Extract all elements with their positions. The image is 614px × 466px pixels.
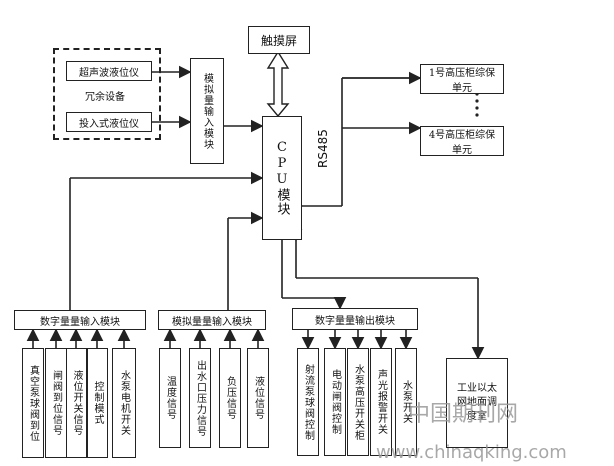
rs485-label: RS485 bbox=[316, 129, 330, 168]
digital-output-module-label: 数字量量输出模块 bbox=[315, 315, 395, 327]
signal-box: 液位开关信号 bbox=[66, 348, 87, 458]
analog-input-module-top: 模拟量输入模块 bbox=[190, 58, 224, 164]
redundant-equipment-label: 冗余设备 bbox=[85, 92, 125, 103]
digital-input-module: 数字量量输入模块 bbox=[14, 310, 146, 330]
signal-box: 出水口压力信号 bbox=[189, 348, 211, 448]
signal-box: 闸阀到位信号 bbox=[45, 348, 67, 458]
watermark-url: www.chinaqking.com bbox=[376, 442, 567, 463]
signal-box: 水泵电机开关 bbox=[112, 348, 136, 458]
signal-box: 真空泵球阀到位 bbox=[22, 348, 44, 458]
signal-box: 控制模式 bbox=[87, 348, 108, 458]
signal-box: 声光报警开关 bbox=[370, 348, 392, 456]
signal-box: 负压信号 bbox=[219, 348, 241, 448]
signal-box: 温度信号 bbox=[159, 348, 181, 448]
hv-cabinet-1-box: 1号高压柜综保单元 bbox=[420, 64, 504, 94]
digital-output-module: 数字量量输出模块 bbox=[292, 308, 418, 330]
dispatch-room-box: 工业以太网地面调度室 bbox=[446, 358, 508, 448]
ultrasonic-level-meter-box: 超声波液位仪 bbox=[66, 61, 152, 81]
submersible-level-meter-box: 投入式液位仪 bbox=[66, 112, 152, 132]
hv-cabinet-4-box: 4号高压柜综保单元 bbox=[420, 126, 504, 156]
analog-input-module-bottom: 模拟量量输入模块 bbox=[158, 310, 266, 330]
signal-box: 电动闸阀控制 bbox=[324, 348, 346, 456]
signal-box: 液位信号 bbox=[247, 348, 269, 448]
watermark-cn: 中国期刊网 bbox=[408, 402, 519, 427]
redundant-equipment-group bbox=[53, 48, 161, 140]
cpu-module-box: CPU模块 bbox=[262, 116, 302, 240]
signal-box: 射流泵球阀控制 bbox=[297, 348, 319, 456]
signal-box: 水泵高压开关柜 bbox=[347, 348, 369, 456]
signal-box: 水泵开关 bbox=[395, 348, 417, 456]
touch-screen-box: 触摸屏 bbox=[248, 26, 310, 54]
